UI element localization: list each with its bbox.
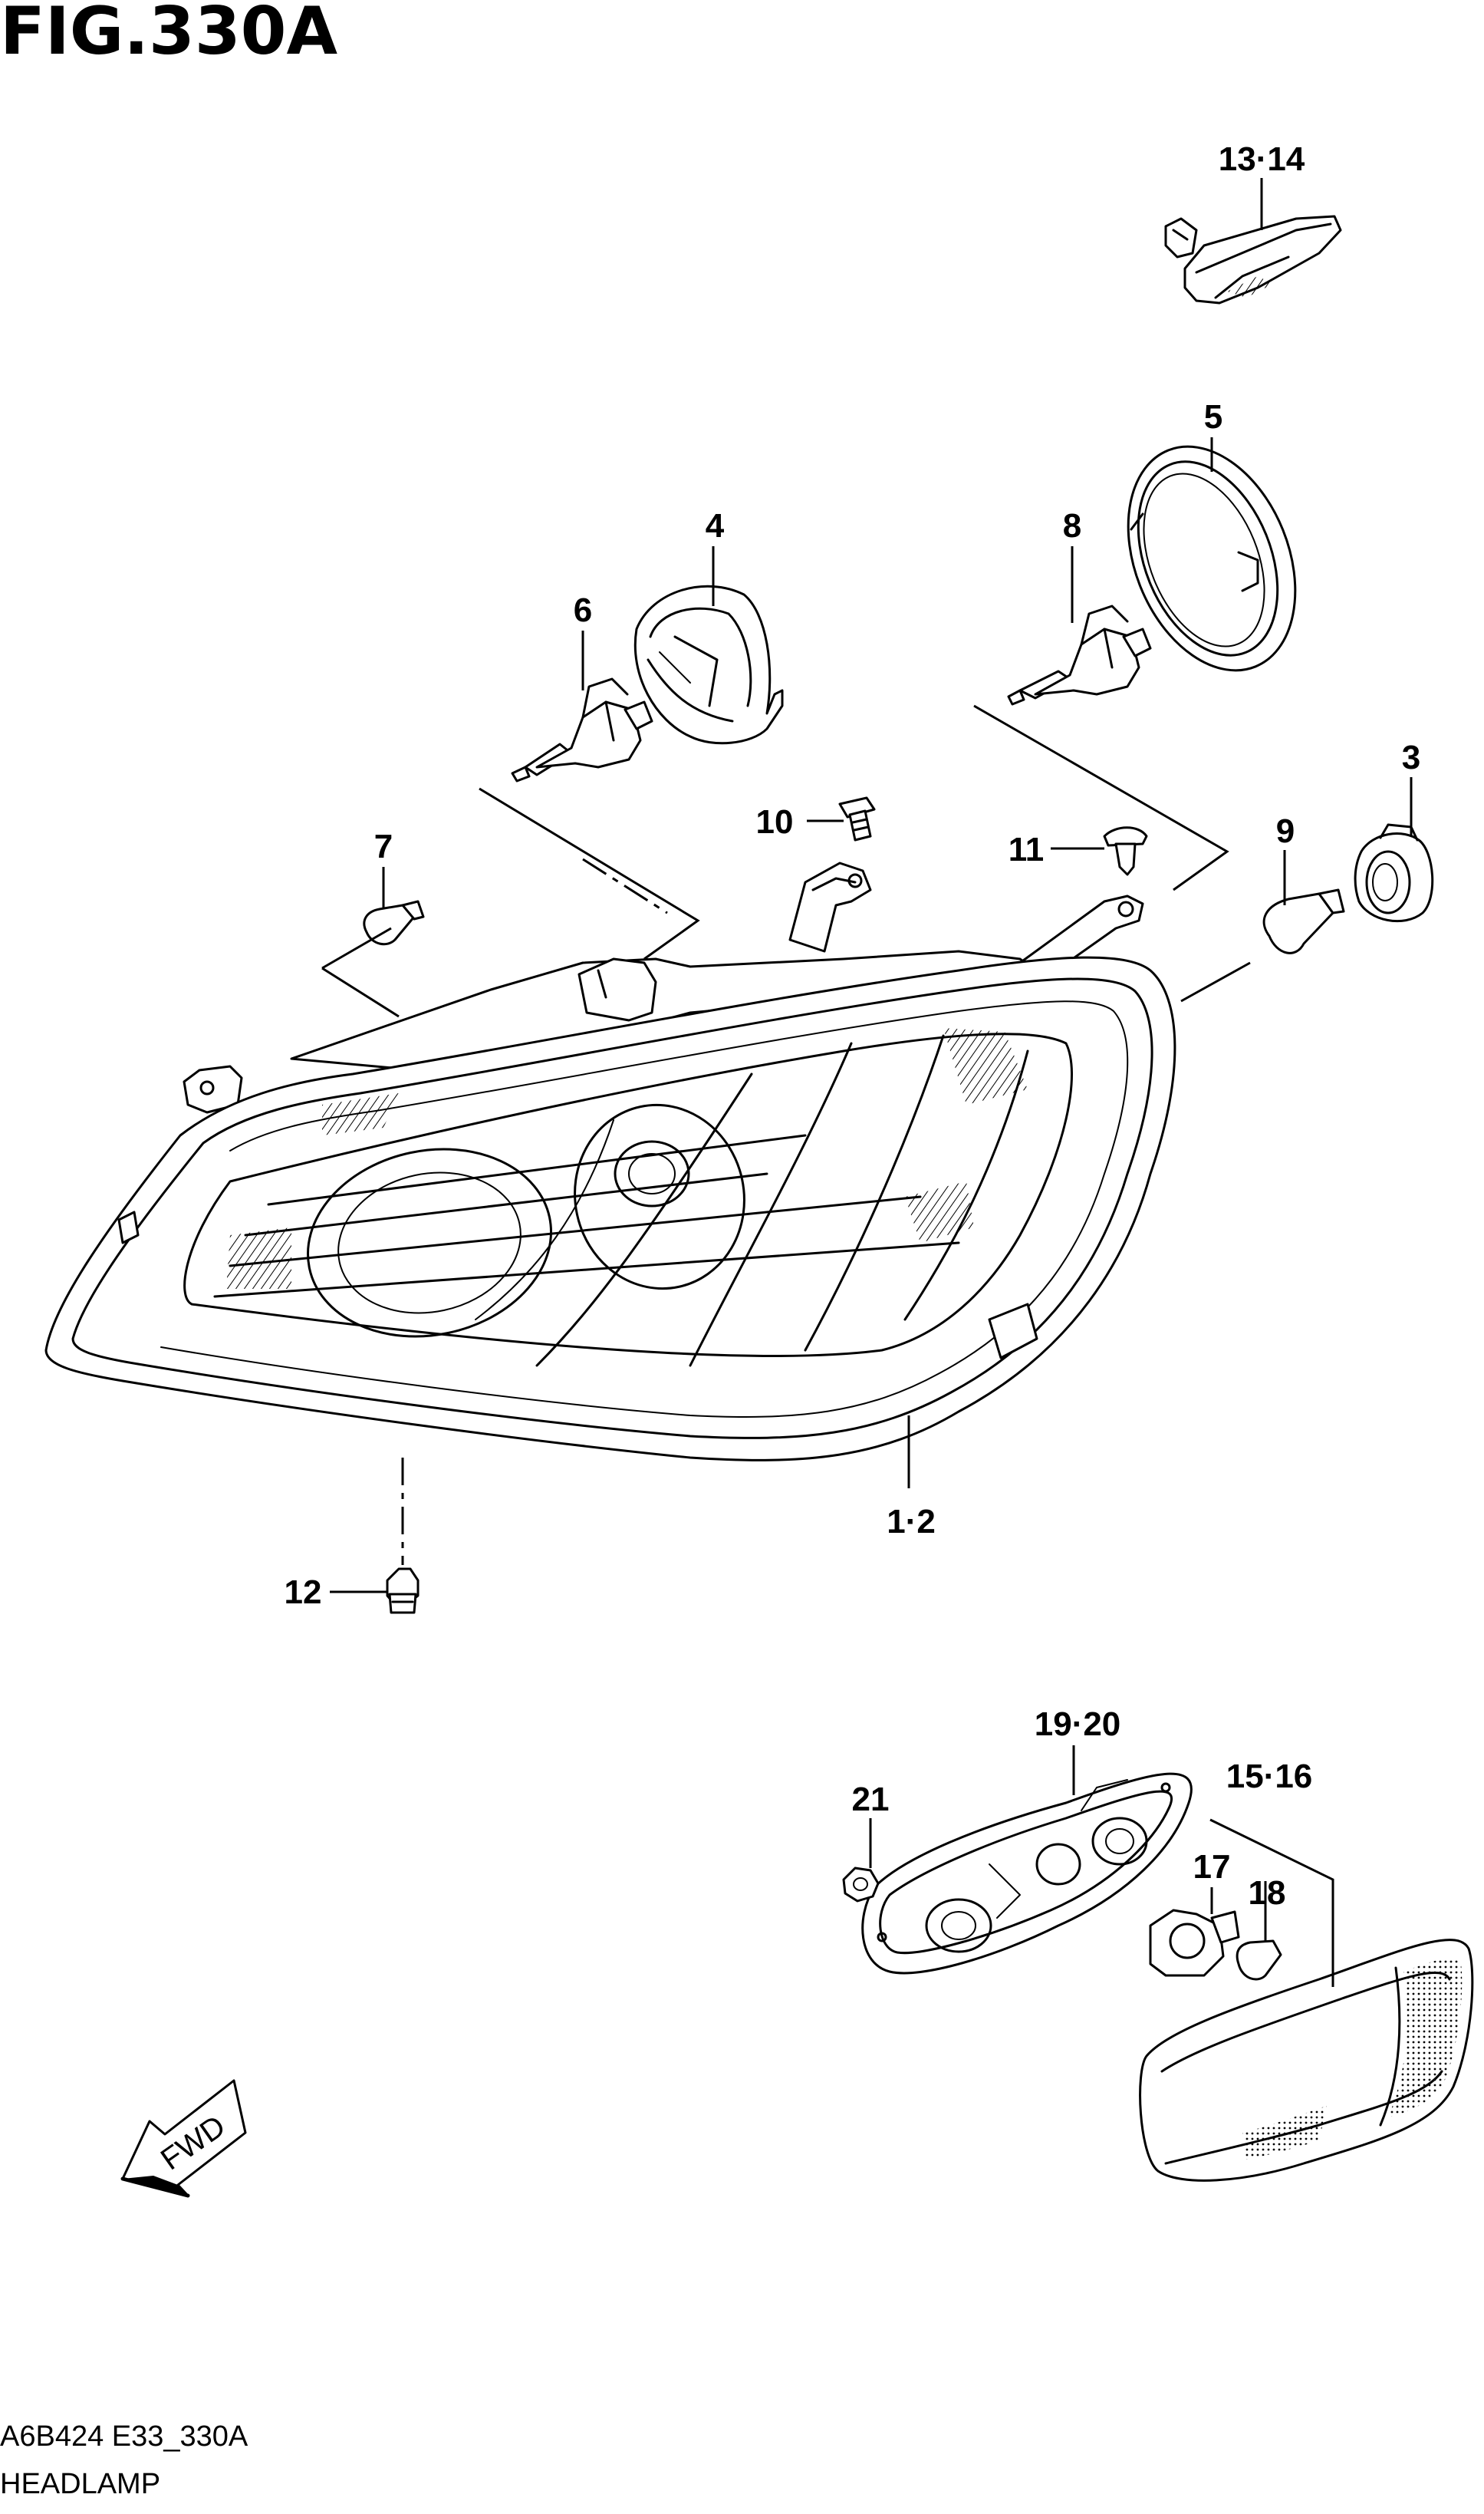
callout-19-20: 19·20: [1035, 1705, 1121, 1743]
callout-10: 10: [756, 803, 794, 841]
callout-13-14: 13·14: [1219, 140, 1305, 178]
headlamp-assembly-1-2: [44, 862, 1176, 1461]
callout-17: 17: [1193, 1848, 1231, 1886]
callout-labels: 13·14 5 4 8 6 3 10 11 9 7 1·2 12 19·20 1…: [285, 140, 1421, 1912]
clip-11: [1103, 826, 1148, 876]
bulb-18: [1236, 1939, 1282, 1981]
callout-11: 11: [1009, 831, 1045, 868]
figure-title: FIG.330A: [0, 0, 338, 70]
bolt-10: [838, 796, 876, 842]
figure-code: A6B424 E33_330A: [0, 2420, 248, 2453]
callout-21: 21: [852, 1781, 890, 1818]
callout-5: 5: [1204, 398, 1222, 436]
side-marker-housing-19-20: [861, 1772, 1193, 1975]
callout-3: 3: [1402, 739, 1420, 776]
callout-18: 18: [1249, 1874, 1286, 1912]
bulb-8: [1007, 605, 1152, 706]
callout-6: 6: [574, 591, 592, 629]
callout-7: 7: [374, 828, 393, 865]
screw-12: [386, 1567, 420, 1614]
callout-1-2: 1·2: [887, 1503, 936, 1540]
bulb-6: [511, 677, 653, 783]
callout-9: 9: [1276, 812, 1295, 850]
nut-21: [842, 1867, 880, 1903]
side-marker-lens-15-16: [1139, 1939, 1474, 2182]
figure-name: HEADLAMP: [0, 2468, 160, 2500]
callout-15-16: 15·16: [1226, 1758, 1313, 1795]
side-marker-lamp-13-14: [1164, 215, 1342, 305]
bulb-9: [1262, 888, 1345, 954]
callout-4: 4: [706, 507, 725, 545]
bulb-socket-3: [1354, 823, 1434, 923]
bulb-cover-5: [1127, 445, 1297, 672]
bulb-cover-4: [633, 585, 784, 745]
callout-12: 12: [285, 1573, 322, 1611]
bulb-7: [363, 900, 425, 946]
fwd-arrow-icon: FWD: [120, 2079, 247, 2198]
callout-8: 8: [1063, 507, 1081, 545]
socket-17: [1149, 1909, 1240, 1977]
